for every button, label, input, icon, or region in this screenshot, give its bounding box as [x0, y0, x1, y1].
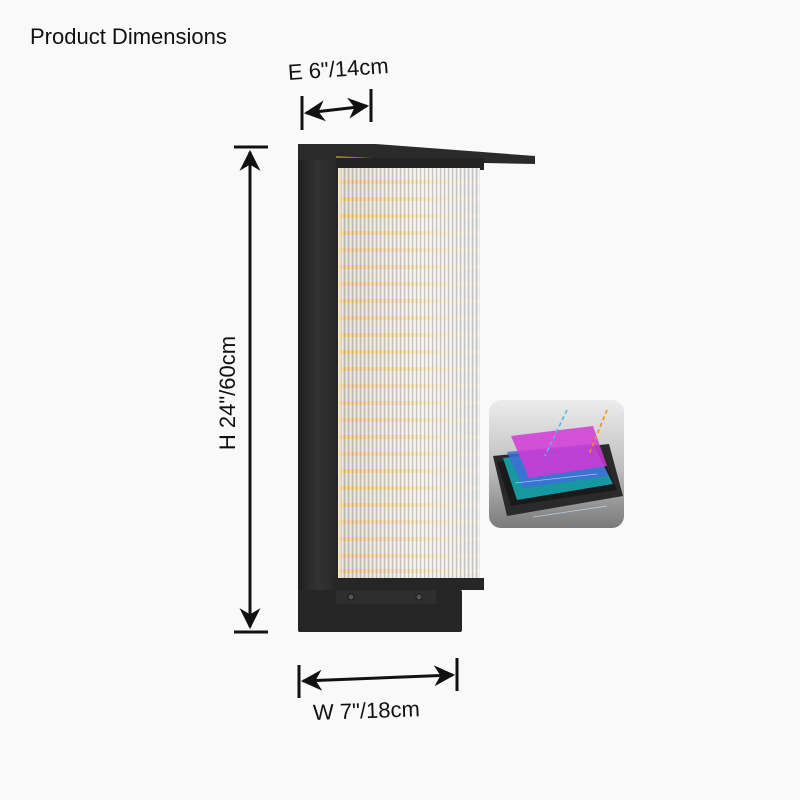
coating-layers-inset: [489, 400, 624, 528]
width-dimension-arrow: [297, 658, 459, 698]
wall-backplate: [298, 148, 462, 632]
page-title: Product Dimensions: [30, 24, 227, 49]
top-canopy: [298, 144, 535, 170]
bottom-ledge: [334, 578, 484, 590]
layered-coating-icon: [493, 409, 623, 518]
ribbed-glass-diffuser: [338, 168, 480, 580]
extension-dimension-arrow: [300, 89, 373, 130]
height-dimension-arrow: [234, 145, 268, 634]
